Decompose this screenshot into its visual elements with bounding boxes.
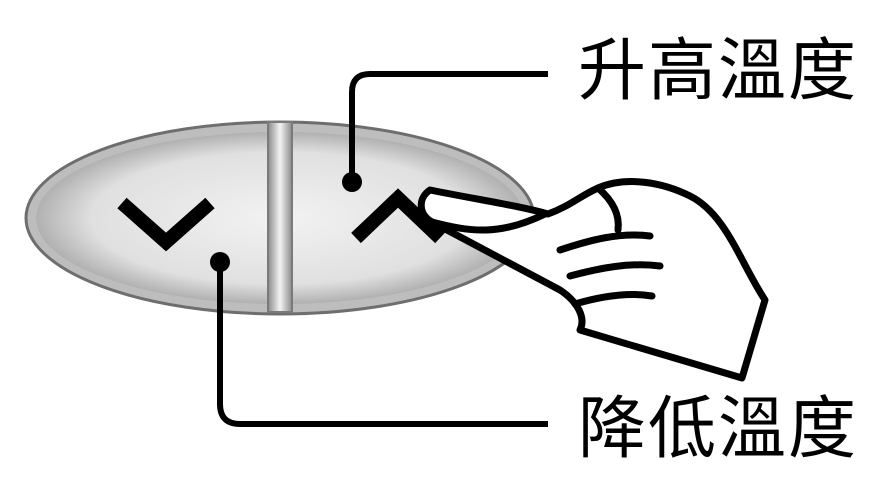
increase-temperature-button[interactable]: [351, 188, 445, 244]
temperature-button-body: [24, 120, 536, 316]
increase-leader-line: [342, 71, 548, 192]
increase-temperature-label: 升高溫度: [578, 32, 859, 111]
pointing-hand-icon: [417, 178, 769, 382]
chevron-down-icon: [117, 197, 215, 252]
decrease-temperature-label: 降低溫度: [578, 390, 859, 469]
decrease-leader-line: [210, 252, 548, 427]
decrease-temperature-button[interactable]: [117, 197, 215, 252]
chevron-up-icon: [351, 188, 445, 244]
